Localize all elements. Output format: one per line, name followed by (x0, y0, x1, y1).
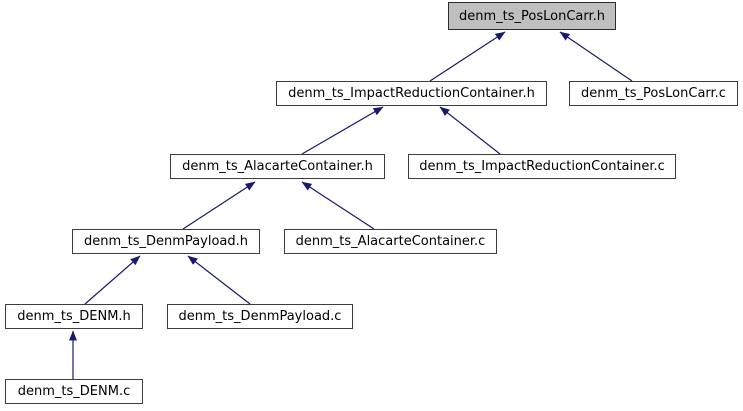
edge-poslon-carr-c-to-poslon-carr-h (559, 31, 633, 82)
node-poslon-carr-c[interactable]: denm_ts_PosLonCarr.c (569, 81, 738, 106)
node-denm-payload-c[interactable]: denm_ts_DenmPayload.c (167, 304, 353, 329)
edge-denm-payload-c-to-denm-payload-h (187, 255, 251, 305)
node-alacarte-container-h[interactable]: denm_ts_AlacarteContainer.h (170, 154, 385, 179)
node-impact-reduction-container-c[interactable]: denm_ts_ImpactReductionContainer.c (408, 154, 676, 179)
node-impact-reduction-container-h[interactable]: denm_ts_ImpactReductionContainer.h (276, 81, 547, 106)
edge-alacarte-container-c-to-alacarte-container-h (301, 181, 375, 230)
edge-alacarte-container-h-to-impact-reduction-container-h (301, 106, 384, 155)
edge-denm-payload-h-to-alacarte-container-h (182, 181, 256, 230)
edge-impact-reduction-container-h-to-poslon-carr-h (429, 31, 506, 82)
edge-impact-reduction-container-c-to-impact-reduction-container-h (439, 106, 501, 155)
node-denm-h[interactable]: denm_ts_DENM.h (5, 304, 143, 329)
node-denm-payload-h[interactable]: denm_ts_DenmPayload.h (72, 229, 260, 254)
edge-denm-h-to-denm-payload-h (84, 255, 141, 305)
node-denm-c[interactable]: denm_ts_DENM.c (5, 379, 143, 404)
node-alacarte-container-c[interactable]: denm_ts_AlacarteContainer.c (284, 229, 497, 254)
node-poslon-carr-h: denm_ts_PosLonCarr.h (448, 2, 616, 30)
